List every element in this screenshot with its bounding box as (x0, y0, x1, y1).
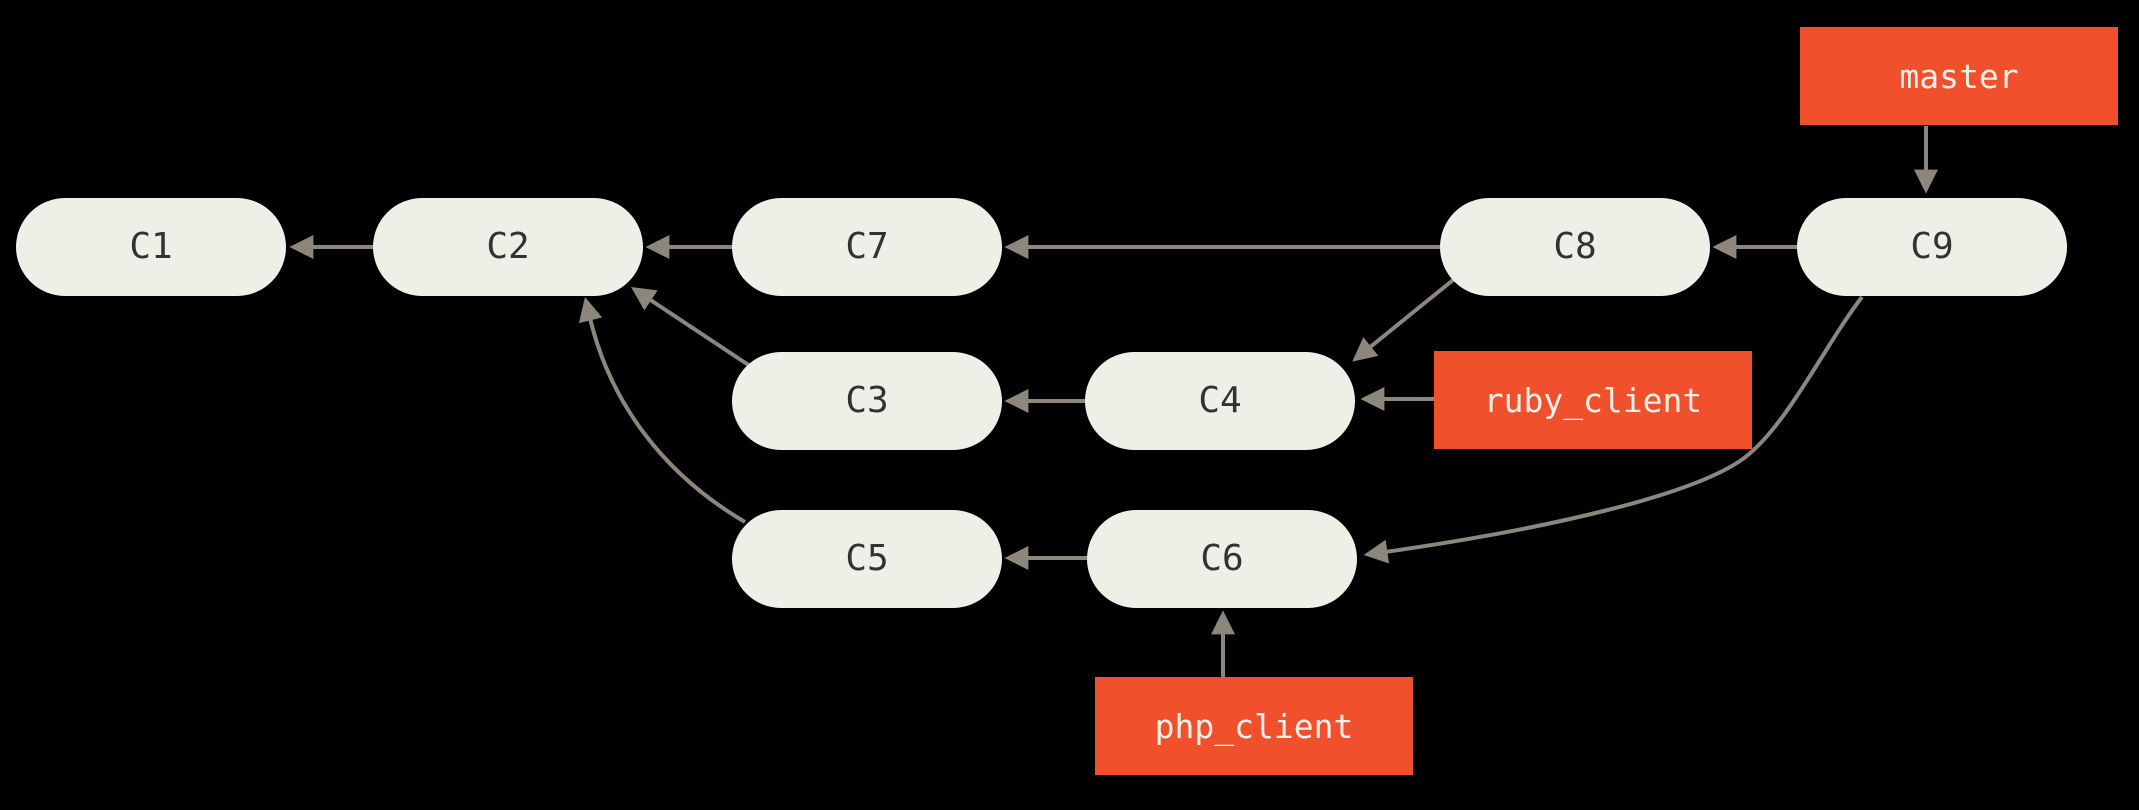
commit-node-c5: C5 (732, 510, 1002, 608)
commit-node-c8: C8 (1440, 198, 1710, 296)
commit-node-c2: C2 (373, 198, 643, 296)
commit-node-c9: C9 (1797, 198, 2067, 296)
edge-c3-to-c2-arrow (631, 287, 752, 368)
branch-label-ruby-client: ruby_client (1434, 351, 1752, 449)
edge-c9-to-c6-arrow (1363, 295, 1864, 564)
commit-node-c3: C3 (732, 352, 1002, 450)
commit-node-c6: C6 (1087, 510, 1357, 608)
edge-c5-to-c2-arrow (578, 296, 747, 524)
commit-node-c1: C1 (16, 198, 286, 296)
commit-node-c4: C4 (1085, 352, 1355, 450)
edge-c8-to-c4-arrow (1352, 274, 1460, 362)
branch-label-master: master (1800, 27, 2118, 125)
commit-node-c7: C7 (732, 198, 1002, 296)
branch-label-php-client: php_client (1095, 677, 1413, 775)
